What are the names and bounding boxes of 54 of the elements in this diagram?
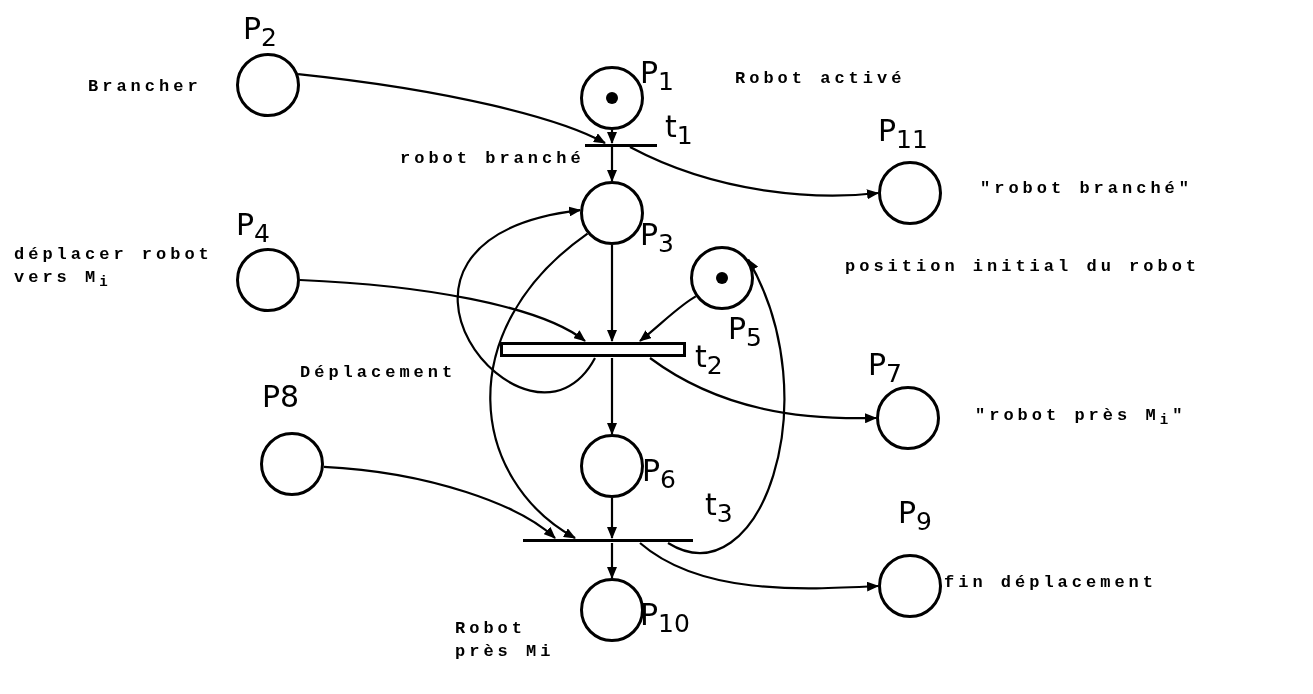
node-label: P$_{5}$ xyxy=(728,314,762,350)
annotation-text: robot branché xyxy=(400,148,585,170)
node-label: P$_{10}$ xyxy=(640,600,690,636)
place-circle xyxy=(580,66,644,130)
arc-arrow xyxy=(607,543,617,579)
node-label: P$_{1}$ xyxy=(640,58,674,94)
annotation-text: "robot près M$_{i}$" xyxy=(975,405,1187,431)
place-circle xyxy=(690,246,754,310)
arc-arrow xyxy=(607,498,617,539)
arc-arrow xyxy=(297,72,606,144)
arc-arrow xyxy=(323,465,556,539)
arc-arrow xyxy=(607,358,617,435)
arc-arrow xyxy=(629,146,879,200)
arc-arrow xyxy=(299,278,586,342)
annotation-text: position initial du robot xyxy=(845,256,1201,278)
place-circle xyxy=(580,434,644,498)
node-label: t$_{1}$ xyxy=(665,112,693,148)
arc-arrow xyxy=(489,232,589,539)
transition-bar xyxy=(523,539,693,542)
arc-arrow xyxy=(639,542,879,592)
place-circle xyxy=(876,386,940,450)
node-label: P$_{3}$ xyxy=(640,220,674,256)
place-circle xyxy=(580,181,644,245)
place-circle xyxy=(580,578,644,642)
arc-arrow xyxy=(607,245,617,342)
node-label: t$_{3}$ xyxy=(705,490,733,526)
node-label: t$_{2}$ xyxy=(695,342,723,378)
node-label: P8 xyxy=(262,382,300,412)
place-circle xyxy=(236,53,300,117)
arc-arrow xyxy=(607,130,617,144)
annotation-text: fin déplacement xyxy=(944,572,1158,594)
arc-arrow xyxy=(607,147,617,182)
node-label: P$_{2}$ xyxy=(243,14,277,50)
node-label: P$_{11}$ xyxy=(878,116,928,152)
place-circle xyxy=(260,432,324,496)
arc-arrow xyxy=(457,207,596,393)
arc-arrow xyxy=(667,258,786,554)
node-label: P$_{6}$ xyxy=(642,456,676,492)
place-circle xyxy=(878,161,942,225)
arc-arrow xyxy=(649,357,877,424)
transition-bar xyxy=(500,342,686,357)
place-circle xyxy=(878,554,942,618)
place-circle xyxy=(236,248,300,312)
annotation-text: déplacer robot vers M$_{i}$ xyxy=(14,244,214,293)
annotation-text: Déplacement xyxy=(300,362,457,384)
annotation-text: Robot près Mi xyxy=(455,618,556,663)
annotation-text: "robot branché" xyxy=(980,178,1194,200)
annotation-text: Robot activé xyxy=(735,68,906,90)
node-label: P$_{4}$ xyxy=(236,210,270,246)
transition-bar xyxy=(585,144,657,147)
annotation-text: Brancher xyxy=(88,76,202,98)
node-label: P$_{7}$ xyxy=(868,350,902,386)
node-label: P$_{9}$ xyxy=(898,498,932,534)
arc-arrow xyxy=(639,295,697,342)
